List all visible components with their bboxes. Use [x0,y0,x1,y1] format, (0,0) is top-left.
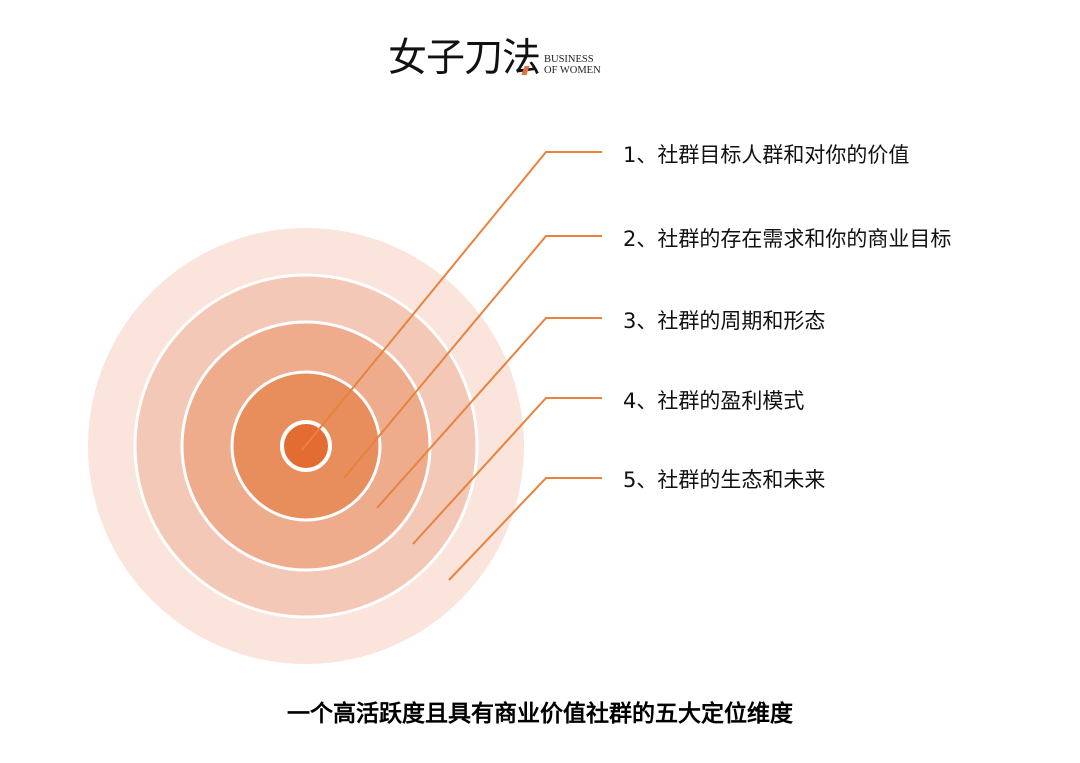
logo-english-line-2: OF WOMEN [544,65,601,76]
logo-chinese-wordmark: 女子刀法 [388,36,541,81]
leader-line-4 [412,397,602,545]
diagram-caption: 一个高活跃度且具有商业价值社群的五大定位维度 [287,701,793,727]
dimension-label-3: 3、社群的周期和形态 [623,309,826,333]
leader-line-3 [376,317,602,509]
leader-line-1 [301,151,602,451]
leader-line-5 [448,477,602,581]
dimension-label-4: 4、社群的盈利模式 [623,389,805,413]
leader-line-2 [343,235,602,479]
dimension-label-5: 5、社群的生态和未来 [623,468,826,492]
logo-english-wordmark: BUSINESS OF WOMEN [544,54,601,76]
dimension-label-2: 2、社群的存在需求和你的商业目标 [623,227,952,251]
dimension-label-1: 1、社群目标人群和对你的价值 [623,143,910,167]
logo-english-line-1: BUSINESS [544,54,594,65]
